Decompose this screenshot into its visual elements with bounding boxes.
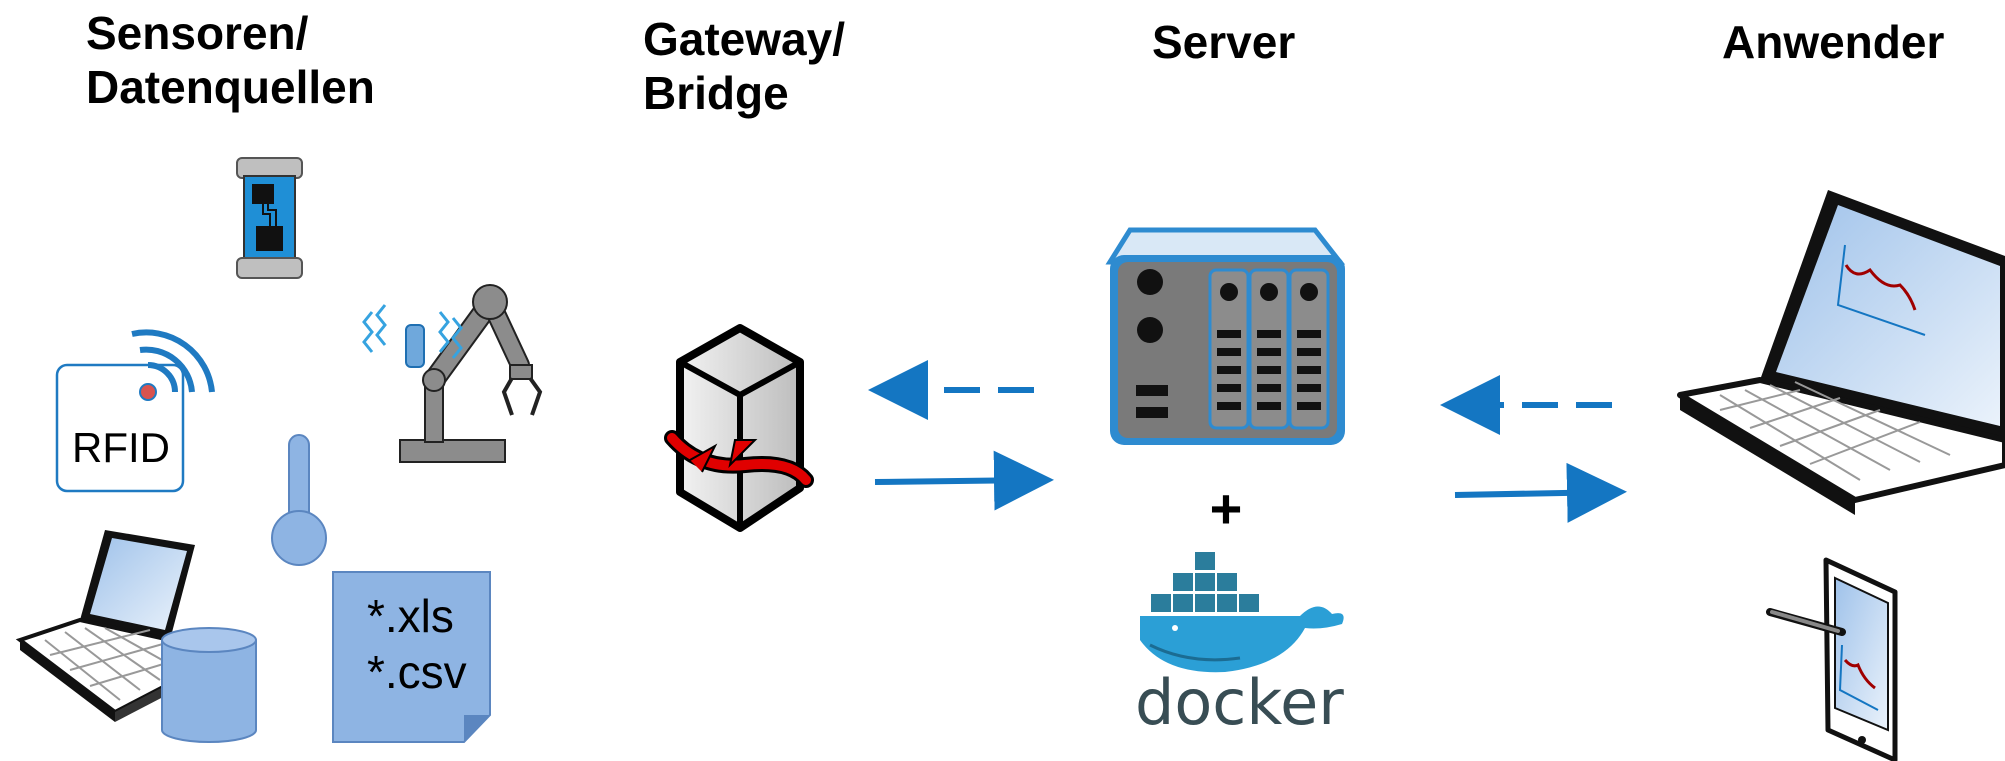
- server-icon: [1105, 227, 1346, 445]
- plus-sign: +: [1210, 477, 1243, 540]
- heading-sensors-line2: Datenquellen: [86, 61, 375, 113]
- rfid-label: RFID: [72, 424, 170, 471]
- heading-gateway-line2: Bridge: [643, 67, 789, 119]
- heading-gateway-line1: Gateway/: [643, 13, 845, 65]
- file-label-xls: *.xls: [367, 590, 454, 642]
- rfid-icon: RFID: [55, 329, 215, 493]
- tablet-icon: [1766, 557, 1898, 761]
- file-label-csv: *.csv: [367, 646, 467, 698]
- arrow-server-to-users: [1454, 462, 1627, 523]
- robot-arm-icon: [362, 284, 543, 463]
- arrow-gateway-to-server: [874, 450, 1054, 511]
- heading-server: Server: [1152, 16, 1296, 68]
- strain-gauge-icon: [236, 157, 303, 279]
- heading-sensors-line1: Sensoren/: [86, 7, 309, 59]
- gateway-icon: [664, 324, 814, 532]
- docker-wordmark: docker: [1135, 666, 1344, 739]
- heading-users: Anwender: [1722, 16, 1945, 68]
- file-icon: *.xls *.csv: [332, 571, 491, 743]
- laptop-large-icon: [1677, 190, 2005, 515]
- heading-sensors: Sensoren/ Datenquellen: [86, 6, 375, 114]
- database-icon: [161, 627, 257, 743]
- heading-gateway: Gateway/ Bridge: [643, 12, 845, 120]
- thermometer-icon: [271, 434, 327, 566]
- docker-logo: docker: [1135, 550, 1344, 739]
